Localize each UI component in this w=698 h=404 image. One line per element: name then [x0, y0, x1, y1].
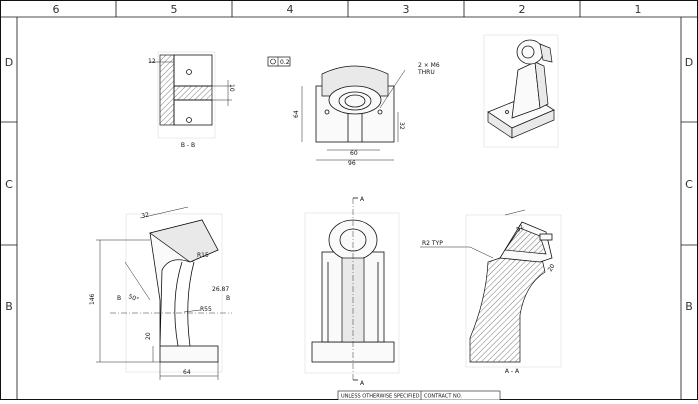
- front-view: A A: [304, 196, 400, 387]
- zone-label-3: 3: [403, 3, 410, 16]
- dim-front-96: 96: [348, 160, 356, 167]
- zone-label-d-right: D: [685, 56, 693, 69]
- dim-front-64: 64: [293, 110, 300, 118]
- section-b-b-view: 12 10 B - B: [148, 51, 235, 149]
- dim-aa-20: 20: [547, 263, 557, 273]
- dim-aa-32: 32: [515, 223, 525, 233]
- zone-labels-side: D C B D C B: [5, 56, 693, 313]
- dim-side-26-87: 26.87: [212, 286, 229, 293]
- title-block: UNLESS OTHERWISE SPECIFIED CONTRACT NO.: [337, 390, 501, 401]
- dim-side-20: 20: [145, 332, 152, 340]
- zone-label-4: 4: [287, 3, 294, 16]
- dim-side-r55: R55: [200, 306, 212, 313]
- section-aa-label: A - A: [505, 368, 520, 375]
- zone-labels-top: 6 5 4 3 2 1: [53, 3, 642, 16]
- dim-front-60: 60: [350, 150, 358, 157]
- cut-letter-b-right: B: [226, 295, 230, 302]
- dim-side-r15: R15: [197, 252, 209, 259]
- isometric-view: [483, 34, 559, 148]
- dim-side-64: 64: [183, 369, 191, 376]
- cut-letter-b-left: B: [117, 295, 121, 302]
- circularity-icon: [270, 58, 276, 65]
- zone-label-1: 1: [635, 3, 642, 16]
- section-a-a-view: R2 TYP 32 20 A - A: [420, 209, 562, 375]
- dim-side-146: 146: [89, 293, 96, 305]
- section-bb-label: B - B: [181, 142, 195, 149]
- zone-label-b-right: B: [685, 300, 693, 313]
- dim-bb-10: 10: [228, 84, 235, 92]
- zone-label-d-left: D: [5, 56, 13, 69]
- hole-callout-line1: 2 × M6: [418, 62, 440, 69]
- hole-callout-line2: THRU: [417, 69, 435, 76]
- zone-label-c-right: C: [685, 178, 693, 191]
- dim-bb-12: 12: [148, 58, 156, 65]
- zone-label-6: 6: [53, 3, 60, 16]
- zone-label-5: 5: [171, 3, 178, 16]
- zone-label-2: 2: [519, 3, 526, 16]
- zone-label-b-left: B: [5, 300, 13, 313]
- title-block-unless: UNLESS OTHERWISE SPECIFIED: [341, 394, 420, 400]
- geo-tolerance-frame: [267, 56, 291, 67]
- typ-radius-callout: R2 TYP: [422, 240, 443, 247]
- cut-letter-a-top: A: [360, 196, 365, 203]
- cut-letter-a-bottom: A: [360, 380, 365, 387]
- front-top-view: 0.2 2 × M6 THRU 64 60 96 32: [267, 56, 440, 167]
- dim-side-32: 32: [141, 211, 150, 220]
- geo-tolerance-value: 0.2: [280, 59, 290, 66]
- dim-side-50deg: 50°: [127, 293, 139, 303]
- side-view: B B 32 R15 26.87 R55 146 50° 20 64: [89, 206, 232, 380]
- dim-front-32: 32: [398, 122, 405, 130]
- zone-label-c-left: C: [5, 178, 13, 191]
- title-block-contract: CONTRACT NO.: [424, 394, 462, 400]
